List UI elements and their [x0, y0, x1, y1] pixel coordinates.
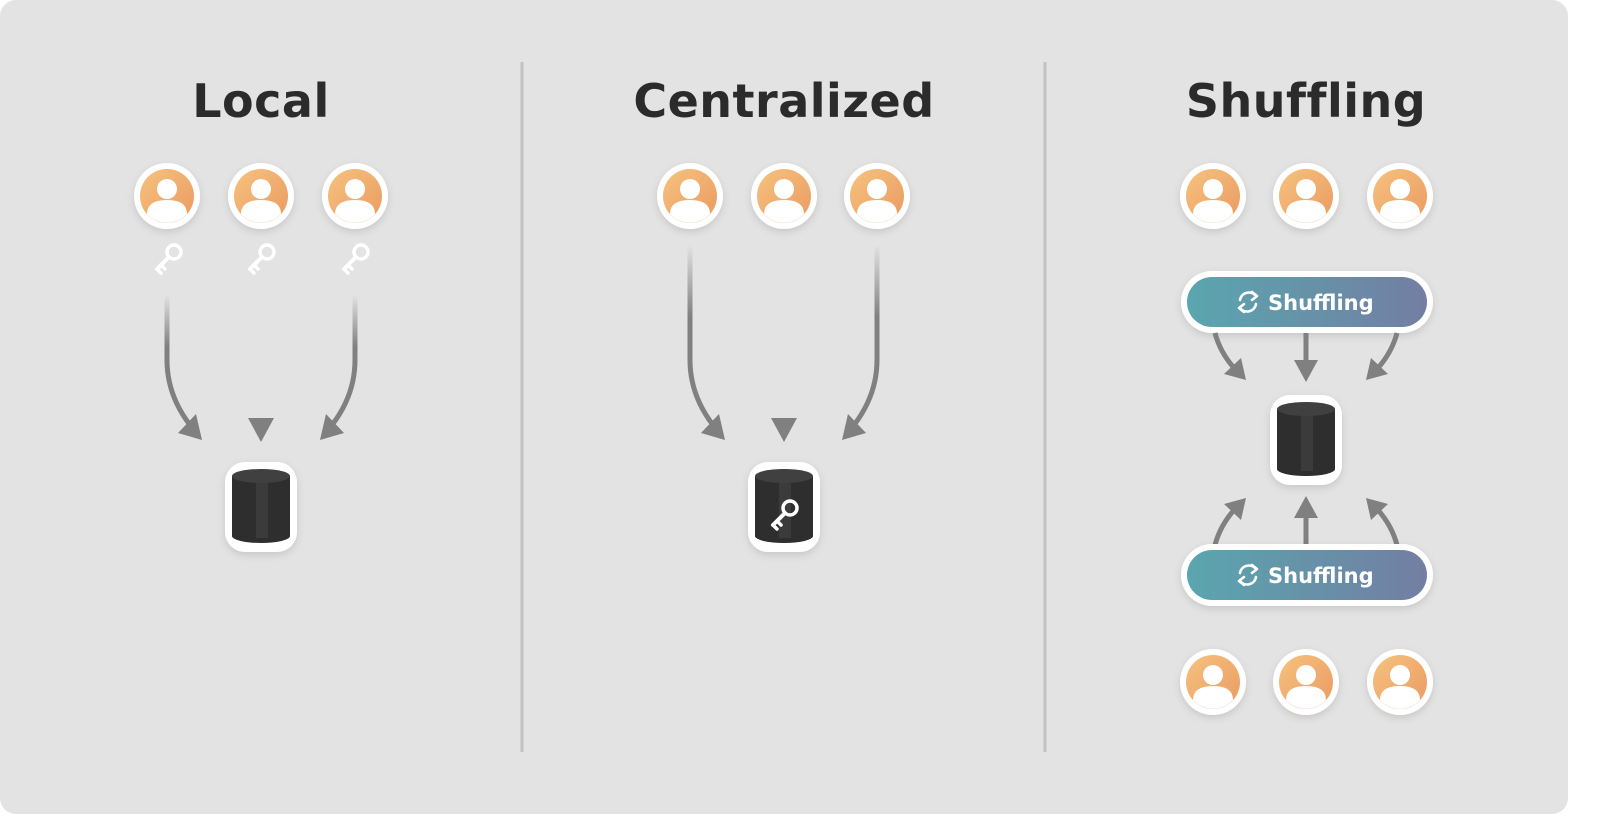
arrow-head	[248, 418, 274, 442]
shuffling-stage-bottom: Shuffling	[1181, 544, 1433, 606]
shuffle-arrows-up	[1212, 508, 1400, 546]
database-icon	[225, 462, 297, 552]
arrow-head	[1366, 498, 1388, 520]
arrow-head	[1224, 498, 1246, 520]
database-icon	[1270, 395, 1342, 485]
user-avatar-icon	[844, 163, 910, 229]
user-avatar-icon	[751, 163, 817, 229]
shuffling-stage-top: Shuffling	[1181, 271, 1433, 333]
shuffle-arrows-down	[1212, 332, 1400, 370]
arrow-head	[842, 414, 866, 440]
user-avatar-icon	[322, 163, 388, 229]
arrow-head	[701, 414, 725, 440]
user-avatar-icon	[134, 163, 200, 229]
arrow-head	[1224, 358, 1246, 380]
diagram-panel: Local Centralized Shuffling	[0, 0, 1568, 814]
user-avatar-icon	[228, 163, 294, 229]
key-icon	[342, 243, 370, 275]
top-connectors	[1210, 245, 1403, 272]
arrow-head	[771, 418, 797, 442]
user-avatar-icon	[657, 163, 723, 229]
centralized-section	[657, 163, 910, 552]
user-avatar-icon	[1180, 649, 1246, 715]
key-icon	[248, 243, 276, 275]
title-shuffling: Shuffling	[1185, 74, 1427, 128]
user-avatar-icon	[1273, 163, 1339, 229]
arrow-head	[320, 414, 344, 440]
arrow-head	[1294, 496, 1318, 518]
shuffling-section: Shuffling	[1180, 163, 1433, 715]
user-avatar-icon	[1367, 163, 1433, 229]
user-avatar-icon	[1273, 649, 1339, 715]
arrow-head	[1366, 358, 1388, 380]
title-local: Local	[192, 74, 330, 128]
title-centralized: Centralized	[633, 74, 935, 128]
local-arrows	[164, 295, 358, 427]
key-icon	[155, 243, 183, 275]
arrow-head	[178, 414, 202, 440]
shuffling-label-bottom: Shuffling	[1268, 564, 1374, 588]
shuffling-label-top: Shuffling	[1268, 291, 1374, 315]
user-avatar-icon	[1367, 649, 1433, 715]
diagram-canvas: Shuffling	[0, 62, 1433, 752]
local-section	[134, 163, 388, 552]
centralized-arrows	[687, 245, 880, 427]
arrow-head	[1294, 360, 1318, 382]
user-avatar-icon	[1180, 163, 1246, 229]
bottom-connectors	[1210, 606, 1403, 634]
